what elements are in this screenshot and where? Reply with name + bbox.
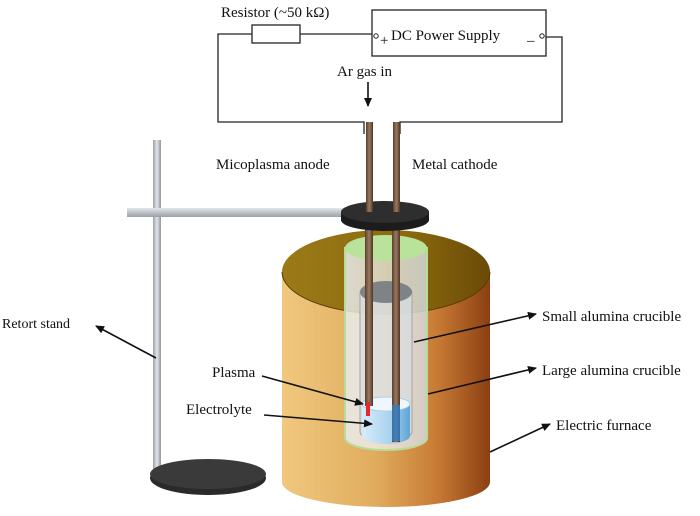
retort-stand-arrow: [95, 325, 157, 359]
large-crucible-arrow: [427, 365, 537, 395]
plasma-arrow: [261, 375, 364, 406]
resistor-label: Resistor (~50 kΩ): [221, 5, 329, 21]
circuit: Resistor (~50 kΩ) + DC Power Supply _ Ar…: [217, 5, 563, 134]
electrolyte-arrow: [263, 414, 373, 428]
cathode-label: Metal cathode: [412, 157, 498, 173]
negative-terminal: [539, 33, 545, 39]
large-crucible-label: Large alumina crucible: [542, 363, 681, 379]
anode-label: Micoplasma anode: [216, 157, 330, 173]
resistor-symbol: [251, 24, 301, 44]
small-crucible-arrow: [413, 311, 537, 343]
positive-terminal: [373, 33, 379, 39]
retort-stand: [127, 140, 345, 495]
plasma-spark: [366, 402, 370, 416]
gas-label: Ar gas in: [337, 64, 392, 80]
minus-sign: _: [526, 28, 535, 44]
power-supply-box: [371, 9, 547, 57]
electrodes: [365, 122, 400, 442]
furnace-label: Electric furnace: [556, 418, 652, 434]
plus-sign: +: [380, 33, 388, 49]
power-supply-label: DC Power Supply: [391, 28, 501, 44]
electrode-holder: [341, 190, 429, 231]
retort-stand-label: Retort stand: [2, 317, 70, 332]
cathode-immersed: [392, 405, 400, 441]
plasma-label: Plasma: [212, 365, 256, 381]
electrolyte-label: Electrolyte: [186, 402, 252, 418]
furnace-arrow: [489, 423, 551, 453]
small-crucible-label: Small alumina crucible: [542, 309, 681, 325]
